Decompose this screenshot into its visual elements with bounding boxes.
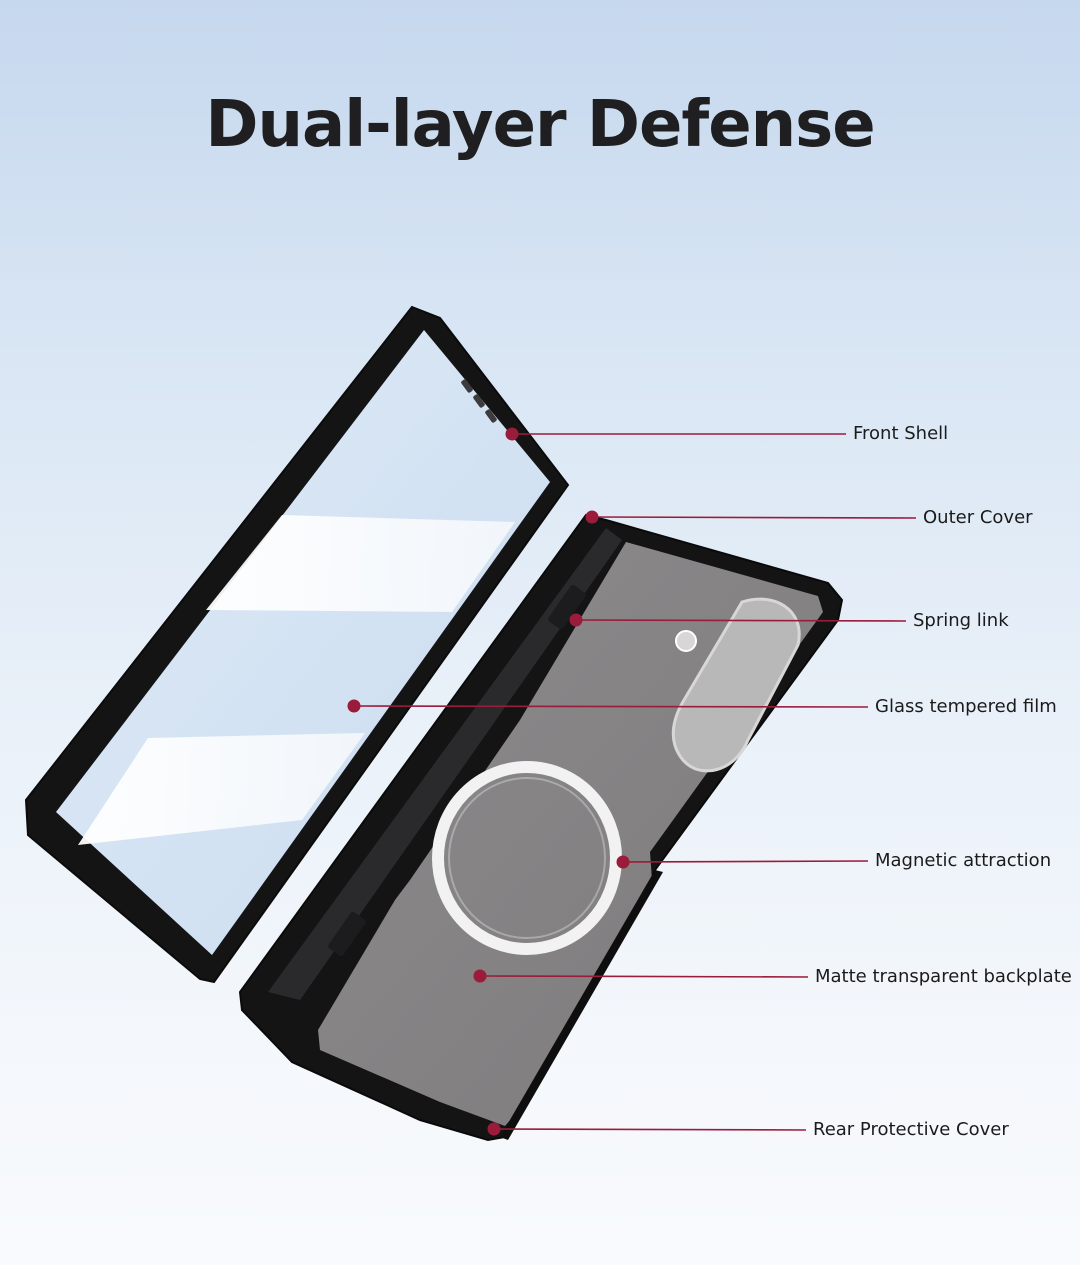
callout-dot xyxy=(505,427,519,441)
callout-dot xyxy=(616,855,630,869)
callout-line xyxy=(353,705,869,708)
glass-reflection xyxy=(206,515,515,612)
callout-dot xyxy=(347,699,361,713)
callout-dot xyxy=(585,510,599,524)
callout-spring-link: Spring link xyxy=(913,610,1009,631)
callout-line xyxy=(493,1128,807,1131)
callout-line xyxy=(575,619,907,622)
spring-link-lower xyxy=(328,911,366,957)
callout-line xyxy=(591,516,917,519)
front-shell xyxy=(24,305,570,984)
callout-magnetic-attraction: Magnetic attraction xyxy=(875,850,1052,871)
callout-outer-cover: Outer Cover xyxy=(923,507,1033,528)
spring-link-upper xyxy=(548,584,586,630)
callout-line xyxy=(622,860,869,863)
camera-cutout xyxy=(671,597,801,773)
callout-matte-transparent-backplate: Matte transparent backplate xyxy=(815,966,1072,987)
callout-dot xyxy=(473,969,487,983)
callout-glass-tempered-film: Glass tempered film xyxy=(875,696,1057,717)
callout-line xyxy=(479,975,809,978)
callout-lines xyxy=(347,427,917,1136)
magnetic-ring xyxy=(432,761,622,955)
page-title: Dual-layer Defense xyxy=(205,88,875,162)
callout-front-shell: Front Shell xyxy=(853,423,949,444)
glass-reflection-lower xyxy=(78,733,365,845)
flash-cutout xyxy=(675,630,697,652)
callout-dot xyxy=(569,613,583,627)
rear-case xyxy=(238,513,844,1142)
callout-dot xyxy=(487,1122,501,1136)
callout-rear-protective-cover: Rear Protective Cover xyxy=(813,1119,1009,1140)
